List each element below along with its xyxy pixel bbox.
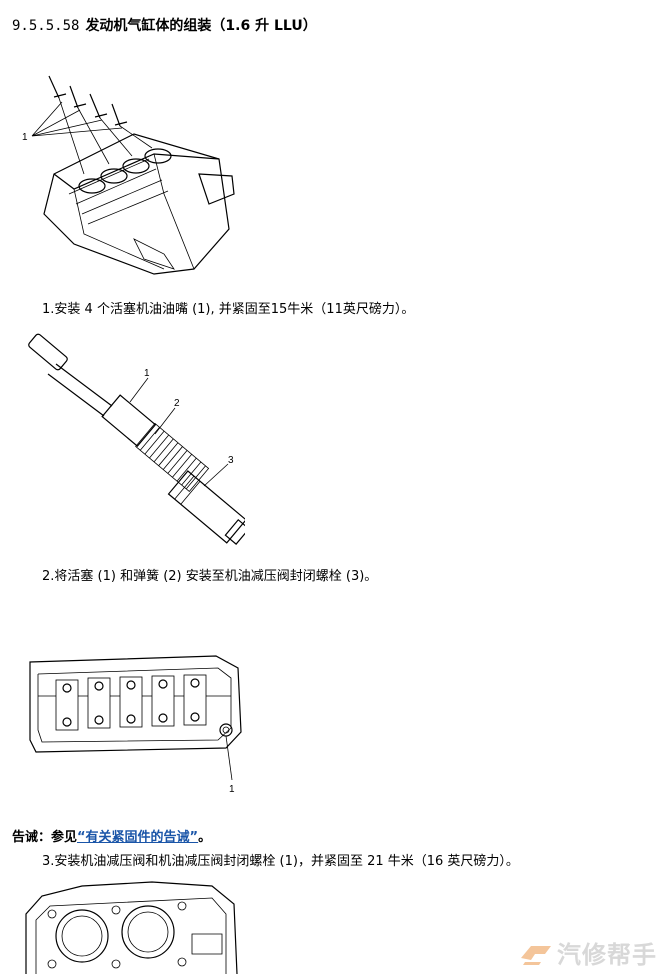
page-title: 9.5.5.58 发动机气缸体的组装（1.6 升 LLU） <box>12 15 317 35</box>
wrench-logo-icon <box>521 945 551 965</box>
figure-engine-block-oil-nozzles: 1 <box>22 75 235 275</box>
figure2-callout-3: 3 <box>228 455 234 466</box>
watermark-text: 汽修帮手 <box>557 941 657 969</box>
warning-suffix: 。 <box>198 830 212 845</box>
warning-prefix: 告诫：参见 <box>12 830 78 845</box>
warning-note: 告诫：参见“有关紧固件的告诫”。 <box>12 826 211 845</box>
watermark-logo: 汽修帮手 <box>519 935 657 970</box>
figure-piston-spring-bolt: 1 2 3 <box>28 333 245 546</box>
fastener-caution-link[interactable]: “有关紧固件的告诫” <box>77 830 199 845</box>
step-1: 1.安装 4 个活塞机油油嘴 (1), 并紧固至15牛米（11英尺磅力）。 <box>42 302 415 317</box>
figure1-callout-1: 1 <box>22 132 28 143</box>
figure2-callout-2: 2 <box>174 398 180 409</box>
figure-block-relief-valve: 1 <box>29 655 242 795</box>
figure-cylinder-head-partial <box>25 881 238 974</box>
step-3: 3.安装机油减压阀和机油减压阀封闭螺栓 (1)，并紧固至 21 牛米（16 英尺… <box>42 854 519 869</box>
figure2-callout-1: 1 <box>144 368 150 379</box>
section-number: 9.5.5.58 <box>12 18 80 34</box>
section-title: 发动机气缸体的组装（1.6 升 LLU） <box>85 18 317 34</box>
step-2: 2.将活塞 (1) 和弹簧 (2) 安装至机油减压阀封闭螺栓 (3)。 <box>42 569 378 584</box>
figure3-callout-1: 1 <box>229 784 235 795</box>
